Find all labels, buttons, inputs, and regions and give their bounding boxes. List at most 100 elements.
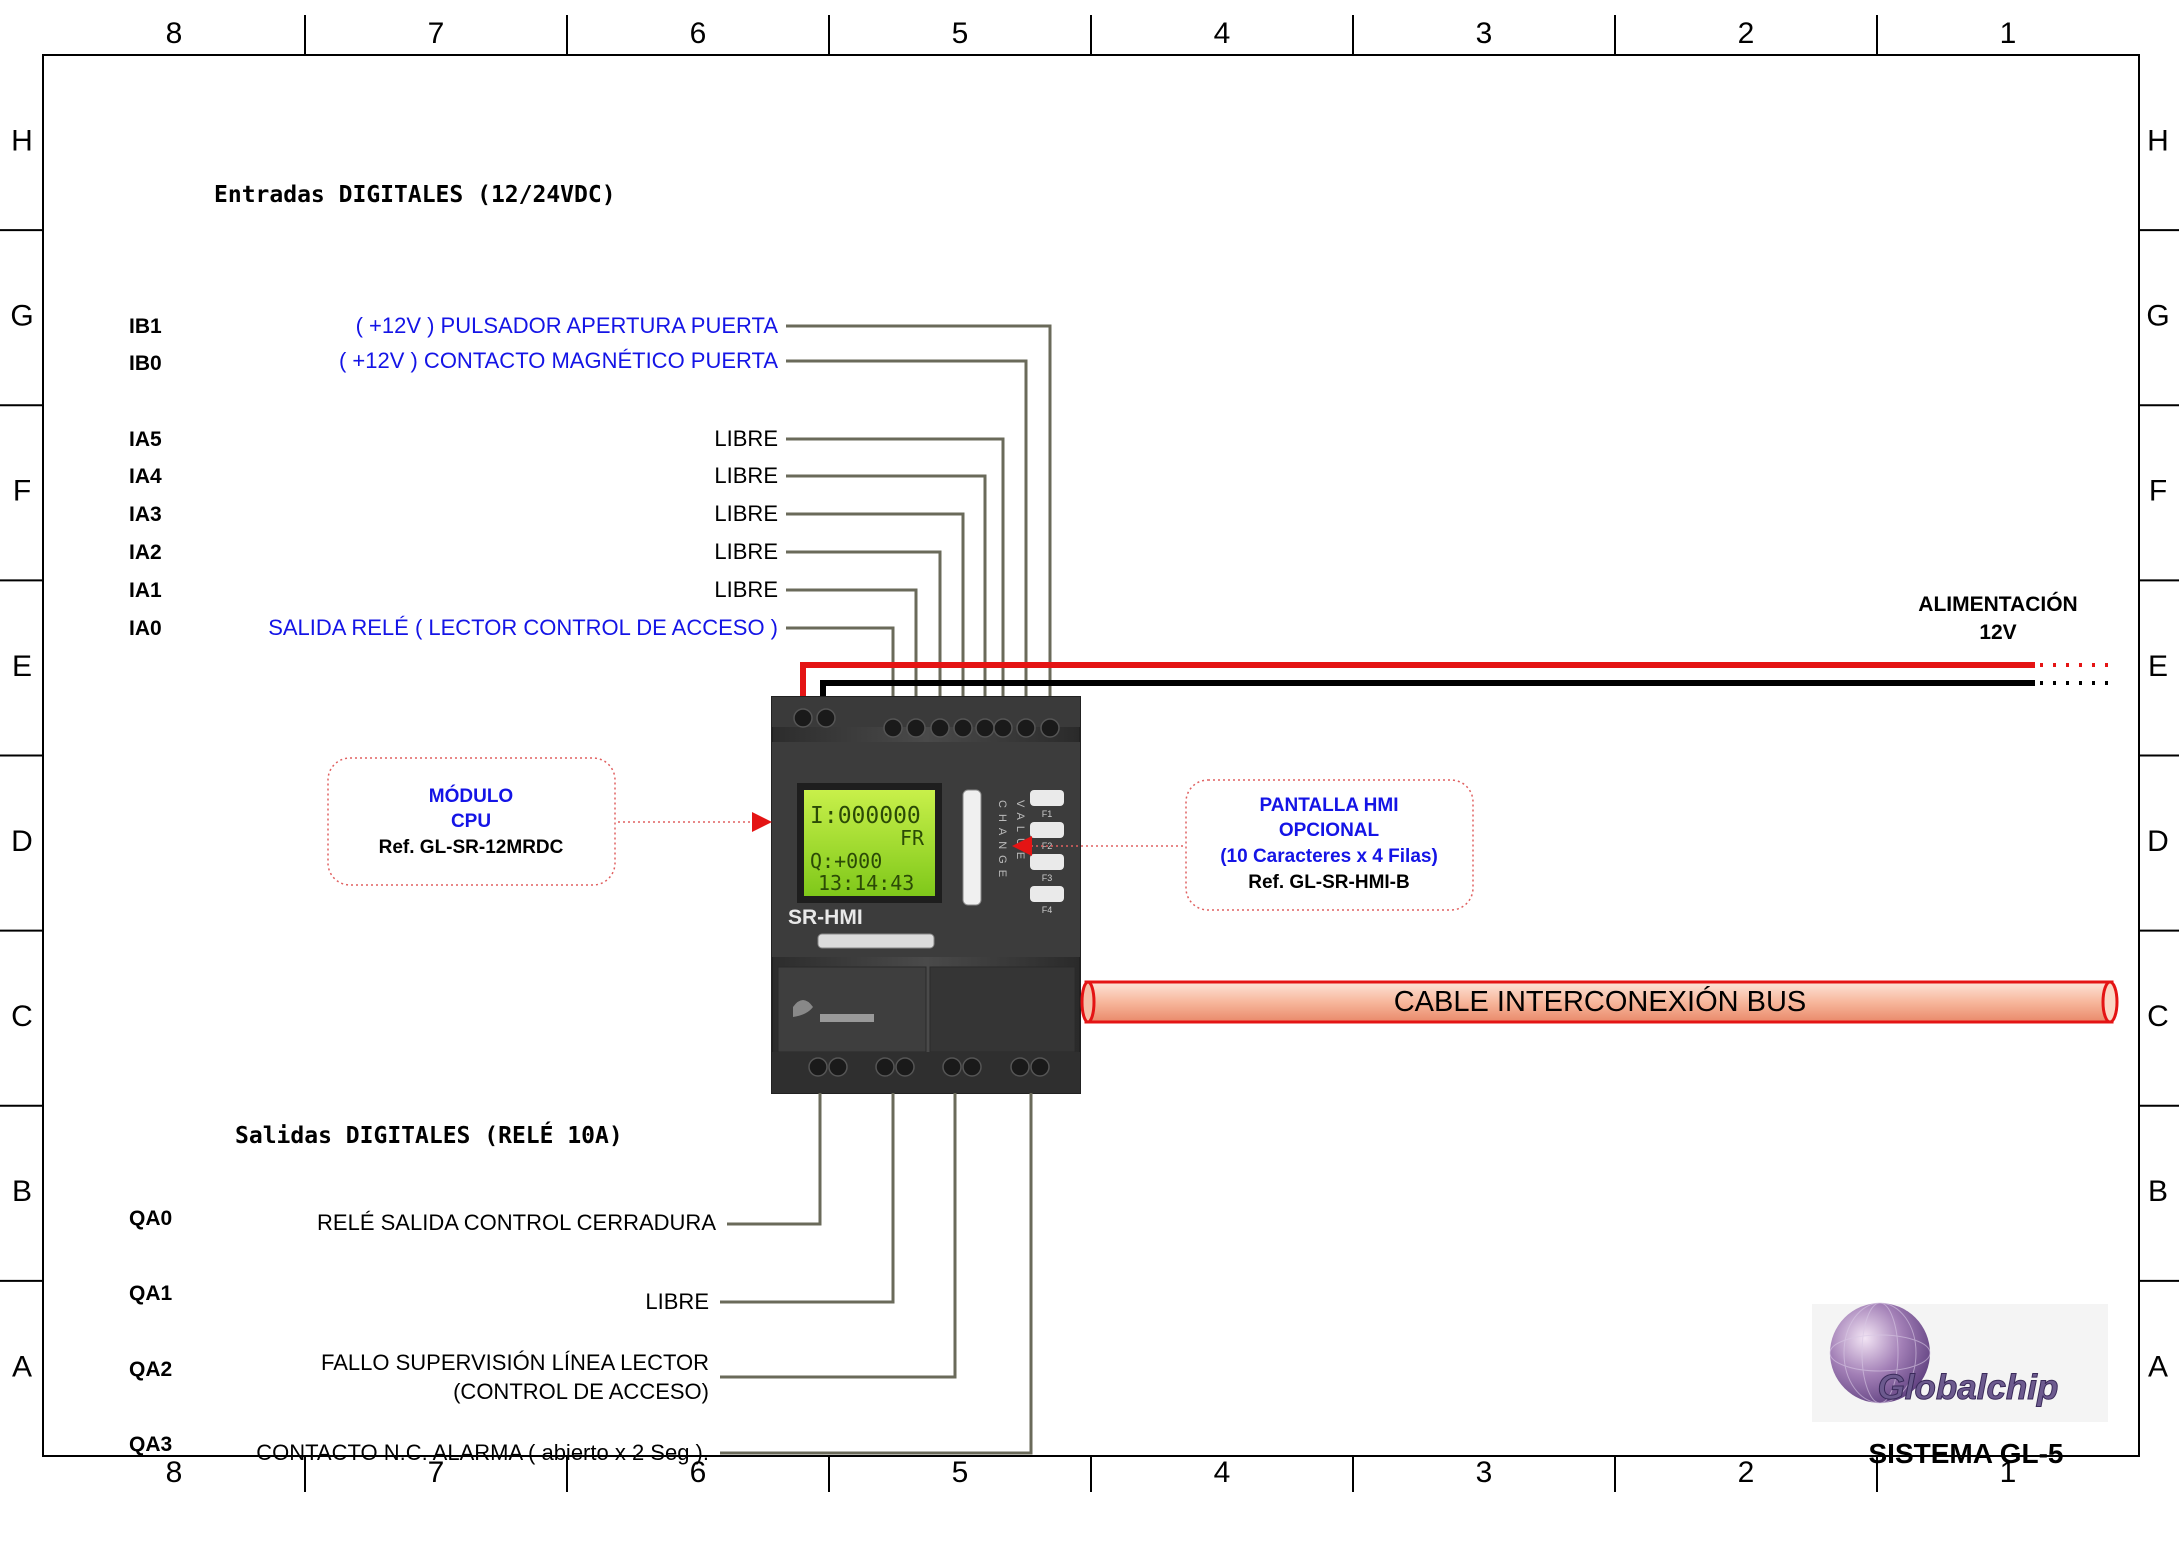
frame-col-label-top: 1	[2000, 17, 2017, 50]
hmi-callout-line3: (10 Caracteres x 4 Filas)	[1220, 846, 1438, 867]
bus-cable: CABLE INTERCONEXIÓN BUS	[1080, 980, 2119, 1024]
power-label-line2: 12V	[1979, 621, 2016, 644]
plc-device: I:000000 FR Q:+000 13:14:43 CHANGE VALUE…	[771, 696, 1081, 1094]
input-list: IB1 ( +12V ) PULSADOR APERTURA PUERTA IB…	[129, 313, 778, 640]
frame-row-label-right: E	[2148, 650, 2168, 683]
wire-ia1	[786, 588, 918, 708]
hmi-callout-line2: OPCIONAL	[1279, 820, 1380, 841]
output-list: QA0 RELÉ SALIDA CONTROL CERRADURA QA1 LI…	[129, 1207, 716, 1465]
input-label-ia4: LIBRE	[714, 463, 778, 488]
cpu-callout: MÓDULO CPU Ref. GL-SR-12MRDC	[327, 757, 772, 886]
input-tag-ia4: IA4	[129, 465, 162, 488]
frame-row-label-left: F	[13, 475, 31, 508]
device-brand: SR-HMI	[788, 906, 863, 929]
device-slot	[817, 933, 935, 949]
lcd-line3: Q:+000	[810, 849, 882, 873]
lcd-line1: I:000000	[810, 803, 921, 829]
power-label-line1: ALIMENTACIÓN	[1918, 592, 2077, 616]
frame-row-label-left: G	[10, 300, 33, 333]
system-title: SISTEMA GL-5	[1869, 1438, 2064, 1469]
frame-row-label-left: D	[11, 825, 33, 858]
wire-qa1	[720, 1093, 895, 1304]
key-f1-label: F1	[1042, 809, 1053, 819]
key-f4[interactable]	[1030, 886, 1064, 902]
frame-row-label-right: H	[2147, 124, 2169, 157]
input-tag-ia3: IA3	[129, 503, 162, 526]
top-terminals	[793, 708, 1060, 738]
input-label-ia2: LIBRE	[714, 539, 778, 564]
wire-qa0	[727, 1093, 822, 1226]
frame-col-label-bottom: 5	[952, 1456, 969, 1489]
frame-row-label-left: A	[12, 1350, 32, 1383]
frame-row-label-left: C	[11, 1000, 33, 1033]
outputs-title: Salidas DIGITALES (RELÉ 10A)	[235, 1121, 623, 1149]
frame-ticks	[0, 15, 2179, 1492]
key-f2[interactable]	[1030, 822, 1064, 838]
frame-col-label-top: 3	[1476, 17, 1493, 50]
frame-row-label-right: C	[2147, 1000, 2169, 1033]
frame-row-label-right: G	[2146, 300, 2169, 333]
cpu-callout-line3: Ref. GL-SR-12MRDC	[379, 837, 564, 858]
key-f3[interactable]	[1030, 854, 1064, 870]
logo-name: Globalchip	[1878, 1368, 2059, 1407]
output-label-qa2-line2: (CONTROL DE ACCESO)	[453, 1379, 709, 1404]
wire-ia4	[786, 474, 987, 708]
output-label-qa1: LIBRE	[645, 1289, 709, 1314]
output-tag-qa2: QA2	[129, 1358, 172, 1381]
frame-col-label-bottom: 8	[166, 1456, 183, 1489]
hmi-callout-line1: PANTALLA HMI	[1260, 795, 1399, 816]
input-label-ia5: LIBRE	[714, 426, 778, 451]
inputs-title: Entradas DIGITALES (12/24VDC)	[214, 182, 616, 208]
lcd-line4: 13:14:43	[818, 871, 914, 895]
wire-ib1	[786, 324, 1052, 708]
change-label: CHANGE	[996, 800, 1008, 883]
frame-col-label-top: 5	[952, 17, 969, 50]
frame-col-label-top: 7	[428, 17, 445, 50]
wire-ia3	[786, 512, 965, 708]
wire-ia5	[786, 437, 1005, 708]
frame-col-label-bottom: 3	[1476, 1456, 1493, 1489]
wire-ia2	[786, 550, 942, 708]
cpu-callout-arrow	[752, 812, 772, 832]
output-label-qa2-line1: FALLO SUPERVISIÓN LÍNEA LECTOR	[321, 1350, 709, 1375]
wire-qa3	[720, 1093, 1033, 1455]
frame-row-label-right: B	[2148, 1175, 2168, 1208]
bus-cable-label: CABLE INTERCONEXIÓN BUS	[1394, 985, 1807, 1018]
frame-row-label-right: F	[2149, 475, 2167, 508]
value-label: VALUE	[1014, 800, 1026, 865]
input-tag-ia5: IA5	[129, 428, 162, 451]
bottom-terminals	[808, 1057, 1050, 1077]
key-f4-label: F4	[1042, 905, 1053, 915]
input-label-ia1: LIBRE	[714, 577, 778, 602]
input-tag-ia1: IA1	[129, 579, 162, 602]
lcd-line2: FR	[900, 826, 925, 850]
frame-row-label-right: A	[2148, 1350, 2168, 1383]
input-tag-ia0: IA0	[129, 617, 162, 640]
output-tag-qa0: QA0	[129, 1207, 172, 1230]
frame-col-label-top: 4	[1214, 17, 1231, 50]
lcd-screen	[804, 790, 935, 896]
cpu-callout-line1: MÓDULO	[429, 785, 513, 807]
frame-col-label-bottom: 4	[1214, 1456, 1231, 1489]
function-keys: F1 F2 F3 F4	[1030, 790, 1064, 915]
frame-col-label-top: 8	[166, 17, 183, 50]
frame-col-label-bottom: 7	[428, 1456, 445, 1489]
output-tag-qa1: QA1	[129, 1282, 173, 1305]
input-label-ib0: ( +12V ) CONTACTO MAGNÉTICO PUERTA	[339, 348, 778, 373]
company-logo: Globalchip	[1812, 1302, 2108, 1422]
frame-row-label-right: D	[2147, 825, 2169, 858]
hmi-callout: PANTALLA HMI OPCIONAL (10 Caracteres x 4…	[1012, 779, 1474, 911]
output-label-qa3: CONTACTO N.C. ALARMA ( abierto x 2 Seg )…	[256, 1440, 709, 1465]
key-f1[interactable]	[1030, 790, 1064, 806]
frame-col-label-bottom: 6	[690, 1456, 707, 1489]
input-label-ia3: LIBRE	[714, 501, 778, 526]
cpu-callout-line2: CPU	[451, 811, 491, 832]
frame-row-label-left: B	[12, 1175, 32, 1208]
key-f3-label: F3	[1042, 873, 1053, 883]
hmi-callout-line4: Ref. GL-SR-HMI-B	[1248, 872, 1409, 893]
globe-icon	[1830, 1303, 1930, 1403]
frame-col-label-top: 6	[690, 17, 707, 50]
